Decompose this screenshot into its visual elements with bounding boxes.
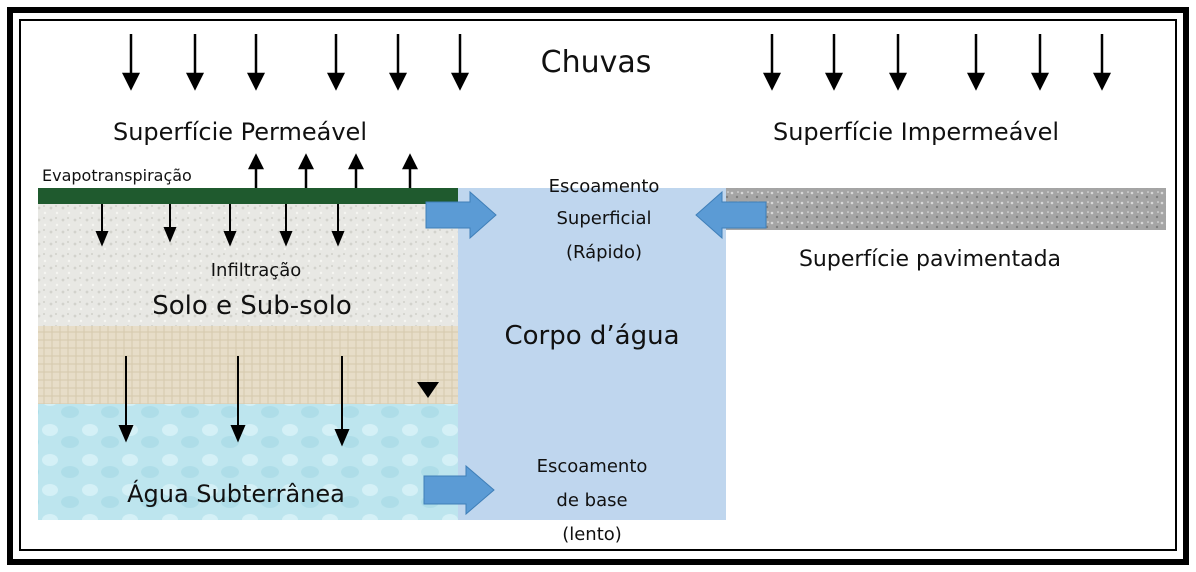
down-arrow-icon xyxy=(1092,34,1112,91)
rain-arrows xyxy=(121,34,1112,91)
groundwater-label: Água Subterrânea xyxy=(127,479,345,508)
right-arrow-icon xyxy=(425,190,497,240)
up-arrow-icon xyxy=(347,153,365,188)
down-arrow-icon xyxy=(121,34,141,91)
water-body xyxy=(458,188,726,520)
evapotranspiration-arrows xyxy=(247,153,419,188)
down-arrow-icon xyxy=(1030,34,1050,91)
down-arrow-icon xyxy=(163,204,177,243)
impermeable-surface-label: Superfície Impermeável xyxy=(773,118,1059,146)
infiltration-label: Infiltração xyxy=(211,260,301,281)
down-arrow-icon xyxy=(888,34,908,91)
down-arrow-icon xyxy=(279,204,293,247)
surface-runoff-label-line1: Escoamento xyxy=(549,176,660,197)
down-arrow-icon xyxy=(331,204,345,247)
down-arrow-icon xyxy=(246,34,266,91)
rain-label: Chuvas xyxy=(541,45,652,80)
down-arrow-icon xyxy=(230,356,246,443)
water-body-label: Corpo d’água xyxy=(504,321,679,351)
inverted-triangle-icon xyxy=(417,382,439,398)
down-arrow-icon xyxy=(388,34,408,91)
base-flow-label-line3: (lento) xyxy=(562,524,622,545)
left-arrow-icon xyxy=(695,190,767,240)
down-arrow-icon xyxy=(185,34,205,91)
base-flow-label-line1: Escoamento xyxy=(537,456,648,477)
down-arrow-icon xyxy=(326,34,346,91)
up-arrow-icon xyxy=(297,153,315,188)
surface-runoff-label-line2: Superficial xyxy=(556,208,651,229)
infiltration-arrows xyxy=(95,204,345,247)
right-arrow-icon xyxy=(423,464,495,516)
up-arrow-icon xyxy=(247,153,265,188)
down-arrow-icon xyxy=(95,204,109,247)
groundwater-layer xyxy=(38,404,458,520)
down-arrow-icon xyxy=(118,356,134,443)
paved-surface xyxy=(726,188,1166,230)
down-arrow-icon xyxy=(824,34,844,91)
soil-layer xyxy=(38,204,458,326)
down-arrow-icon xyxy=(450,34,470,91)
vegetation-strip xyxy=(38,188,458,204)
evapotranspiration-label: Evapotranspiração xyxy=(42,166,192,185)
base-flow-label-line2: de base xyxy=(556,490,627,511)
down-arrow-icon xyxy=(966,34,986,91)
paved-surface-label: Superfície pavimentada xyxy=(799,247,1061,272)
permeable-surface-label: Superfície Permeável xyxy=(113,118,367,146)
up-arrow-icon xyxy=(401,153,419,188)
deep-infiltration-arrows xyxy=(118,356,350,447)
subsoil-layer xyxy=(38,326,458,404)
down-arrow-icon xyxy=(334,356,350,447)
down-arrow-icon xyxy=(762,34,782,91)
surface-runoff-label-line3: (Rápido) xyxy=(566,242,642,263)
down-arrow-icon xyxy=(223,204,237,247)
inner-frame xyxy=(19,19,1177,551)
soil-label: Solo e Sub-solo xyxy=(152,291,352,321)
